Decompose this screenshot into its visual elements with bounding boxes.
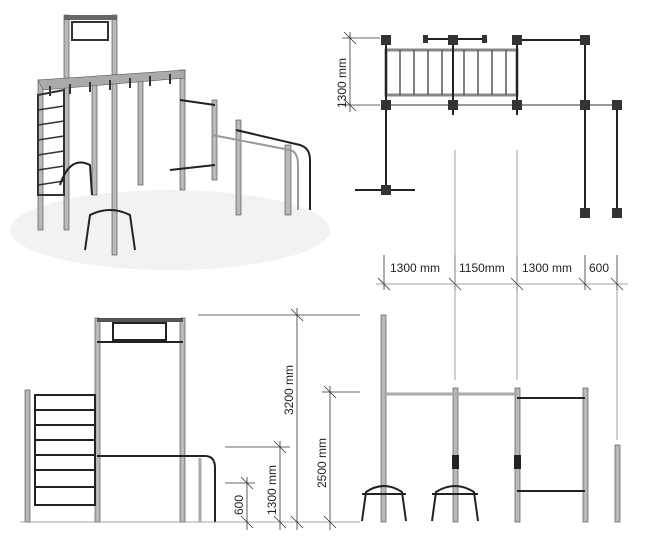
perspective-render [10,14,330,270]
height-label-1300: 1300 mm [265,465,279,515]
width-label-4: 600 [589,261,609,275]
width-label-2: 1150mm [459,261,505,275]
height-label-2500: 2500 mm [315,438,329,488]
width-label-1: 1300 mm [390,261,440,275]
depth-dimension-label: 1300 mm [335,58,349,108]
width-label-3: 1300 mm [522,261,572,275]
front-view: 1300 mm 1150mm 1300 mm 600 [361,150,628,523]
side-view: 3200 mm 2500 mm 1300 mm 600 [20,308,360,530]
height-label-600: 600 [232,495,246,515]
top-view: 1300 mm [335,31,622,218]
height-label-3200: 3200 mm [282,365,296,415]
